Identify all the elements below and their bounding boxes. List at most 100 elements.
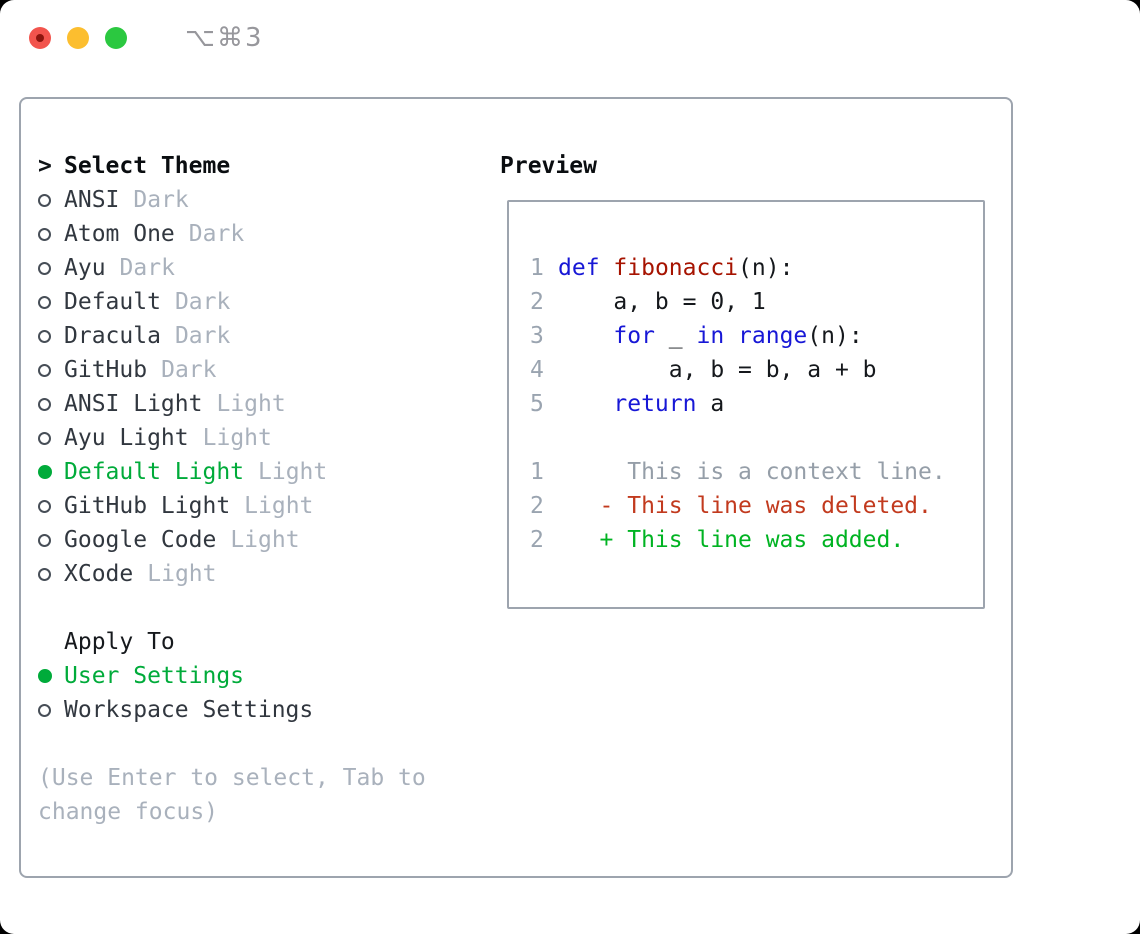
window-title: ⌥⌘3	[185, 22, 264, 53]
code-segment-keyword: def	[558, 255, 600, 281]
option-variant: Light	[216, 391, 286, 417]
radio-icon	[38, 533, 51, 547]
spacer	[38, 727, 500, 761]
line-number: 3	[530, 323, 544, 349]
code-line: 2 + This line was added.	[530, 523, 975, 557]
minimize-button[interactable]	[67, 26, 89, 49]
close-dot-icon	[36, 33, 44, 42]
code-text: def fibonacci(n):	[558, 251, 793, 285]
option-variant: Dark	[174, 323, 231, 349]
line-number: 2	[530, 527, 544, 553]
code-segment-plain: a	[696, 391, 725, 417]
hint-text: (Use Enter to select, Tab to change focu…	[38, 765, 426, 825]
option-name: Atom One	[64, 221, 175, 247]
theme-option[interactable]: Google Code Light	[38, 523, 500, 557]
code-text: This is a context line.	[558, 455, 946, 489]
radio-column	[38, 465, 64, 479]
option-name: ANSI Light	[64, 391, 203, 417]
radio-icon	[38, 261, 51, 275]
option-name: Google Code	[64, 527, 217, 553]
radio-icon	[38, 567, 51, 581]
select-theme-header: > Select Theme	[38, 149, 500, 183]
code-segment-plain	[724, 323, 738, 349]
preview-section: Preview 1 def fibonacci(n): 2 a, b = 0, 1 3…	[500, 149, 1011, 876]
option-name: Dracula	[64, 323, 161, 349]
option-name: Workspace Settings	[64, 697, 314, 723]
radio-column	[38, 227, 64, 241]
theme-option[interactable]: Atom One Dark	[38, 217, 500, 251]
option-name: ANSI	[64, 187, 120, 213]
code-segment-plain: _	[654, 323, 697, 349]
code-segment-keyword: return	[613, 391, 697, 417]
option-variant: Dark	[188, 221, 245, 247]
preview-label: Preview	[500, 153, 597, 179]
code-segment-removed: - This line was deleted.	[558, 493, 932, 519]
option-name: GitHub Light	[64, 493, 231, 519]
zoom-button[interactable]	[105, 26, 127, 49]
code-segment-added: + This line was added.	[558, 527, 905, 553]
apply-to-option[interactable]: User Settings	[38, 659, 500, 693]
code-line	[530, 421, 975, 455]
theme-option[interactable]: Default Dark	[38, 285, 500, 319]
radio-column	[38, 193, 64, 207]
apply-to-option[interactable]: Workspace Settings	[38, 693, 500, 727]
radio-icon	[38, 431, 51, 445]
option-name: GitHub	[64, 357, 148, 383]
code-segment-plain: a, b = b, a + b	[558, 357, 877, 383]
code-segment-plain	[558, 391, 613, 417]
option-variant: Dark	[133, 187, 189, 213]
radio-column	[38, 533, 64, 547]
preview-box: 1 def fibonacci(n): 2 a, b = 0, 1 3 for _ i…	[507, 200, 985, 609]
radio-icon	[38, 193, 51, 207]
code-text: for _ in range(n):	[558, 319, 863, 353]
option-variant: Dark	[119, 255, 175, 281]
radio-selected-icon	[38, 669, 52, 683]
option-variant: Dark	[174, 289, 231, 315]
code-segment-keyword: range	[738, 323, 808, 349]
titlebar: ⌥⌘3	[0, 0, 1140, 75]
option-variant: Light	[202, 425, 272, 451]
line-number: 1	[530, 255, 544, 281]
radio-column	[38, 397, 64, 411]
theme-option[interactable]: Dracula Dark	[38, 319, 500, 353]
apply-to-label: Apply To	[64, 629, 175, 655]
option-name: User Settings	[64, 663, 245, 689]
option-variant: Light	[147, 561, 217, 587]
apply-to-header: Apply To	[38, 625, 500, 659]
line-number: 5	[530, 391, 544, 417]
radio-column	[38, 669, 64, 683]
select-theme-label: Select Theme	[64, 153, 231, 179]
line-number	[530, 421, 544, 455]
line-number: 2	[530, 289, 544, 315]
option-name: Default	[64, 289, 161, 315]
code-line: 4 a, b = b, a + b	[530, 353, 975, 387]
radio-column	[38, 703, 64, 717]
code-segment-plain: a, b = 0, 1	[558, 289, 766, 315]
line-number: 1	[530, 459, 544, 485]
line-number: 4	[530, 357, 544, 383]
code-text: a, b = 0, 1	[558, 285, 766, 319]
radio-column	[38, 363, 64, 377]
code-segment-plain: (n):	[738, 255, 794, 281]
code-segment-plain: (n):	[807, 323, 863, 349]
close-button[interactable]	[29, 26, 51, 49]
code-line: 1 def fibonacci(n):	[530, 251, 975, 285]
option-variant: Light	[230, 527, 300, 553]
focus-marker: >	[38, 153, 52, 179]
radio-icon	[38, 703, 51, 717]
code-line: 3 for _ in range(n):	[530, 319, 975, 353]
radio-column	[38, 329, 64, 343]
theme-option[interactable]: ANSI Dark	[38, 183, 500, 217]
radio-icon	[38, 397, 51, 411]
theme-option[interactable]: ANSI Light Light	[38, 387, 500, 421]
code-segment-keyword: for	[613, 323, 655, 349]
code-segment-plain	[600, 255, 614, 281]
